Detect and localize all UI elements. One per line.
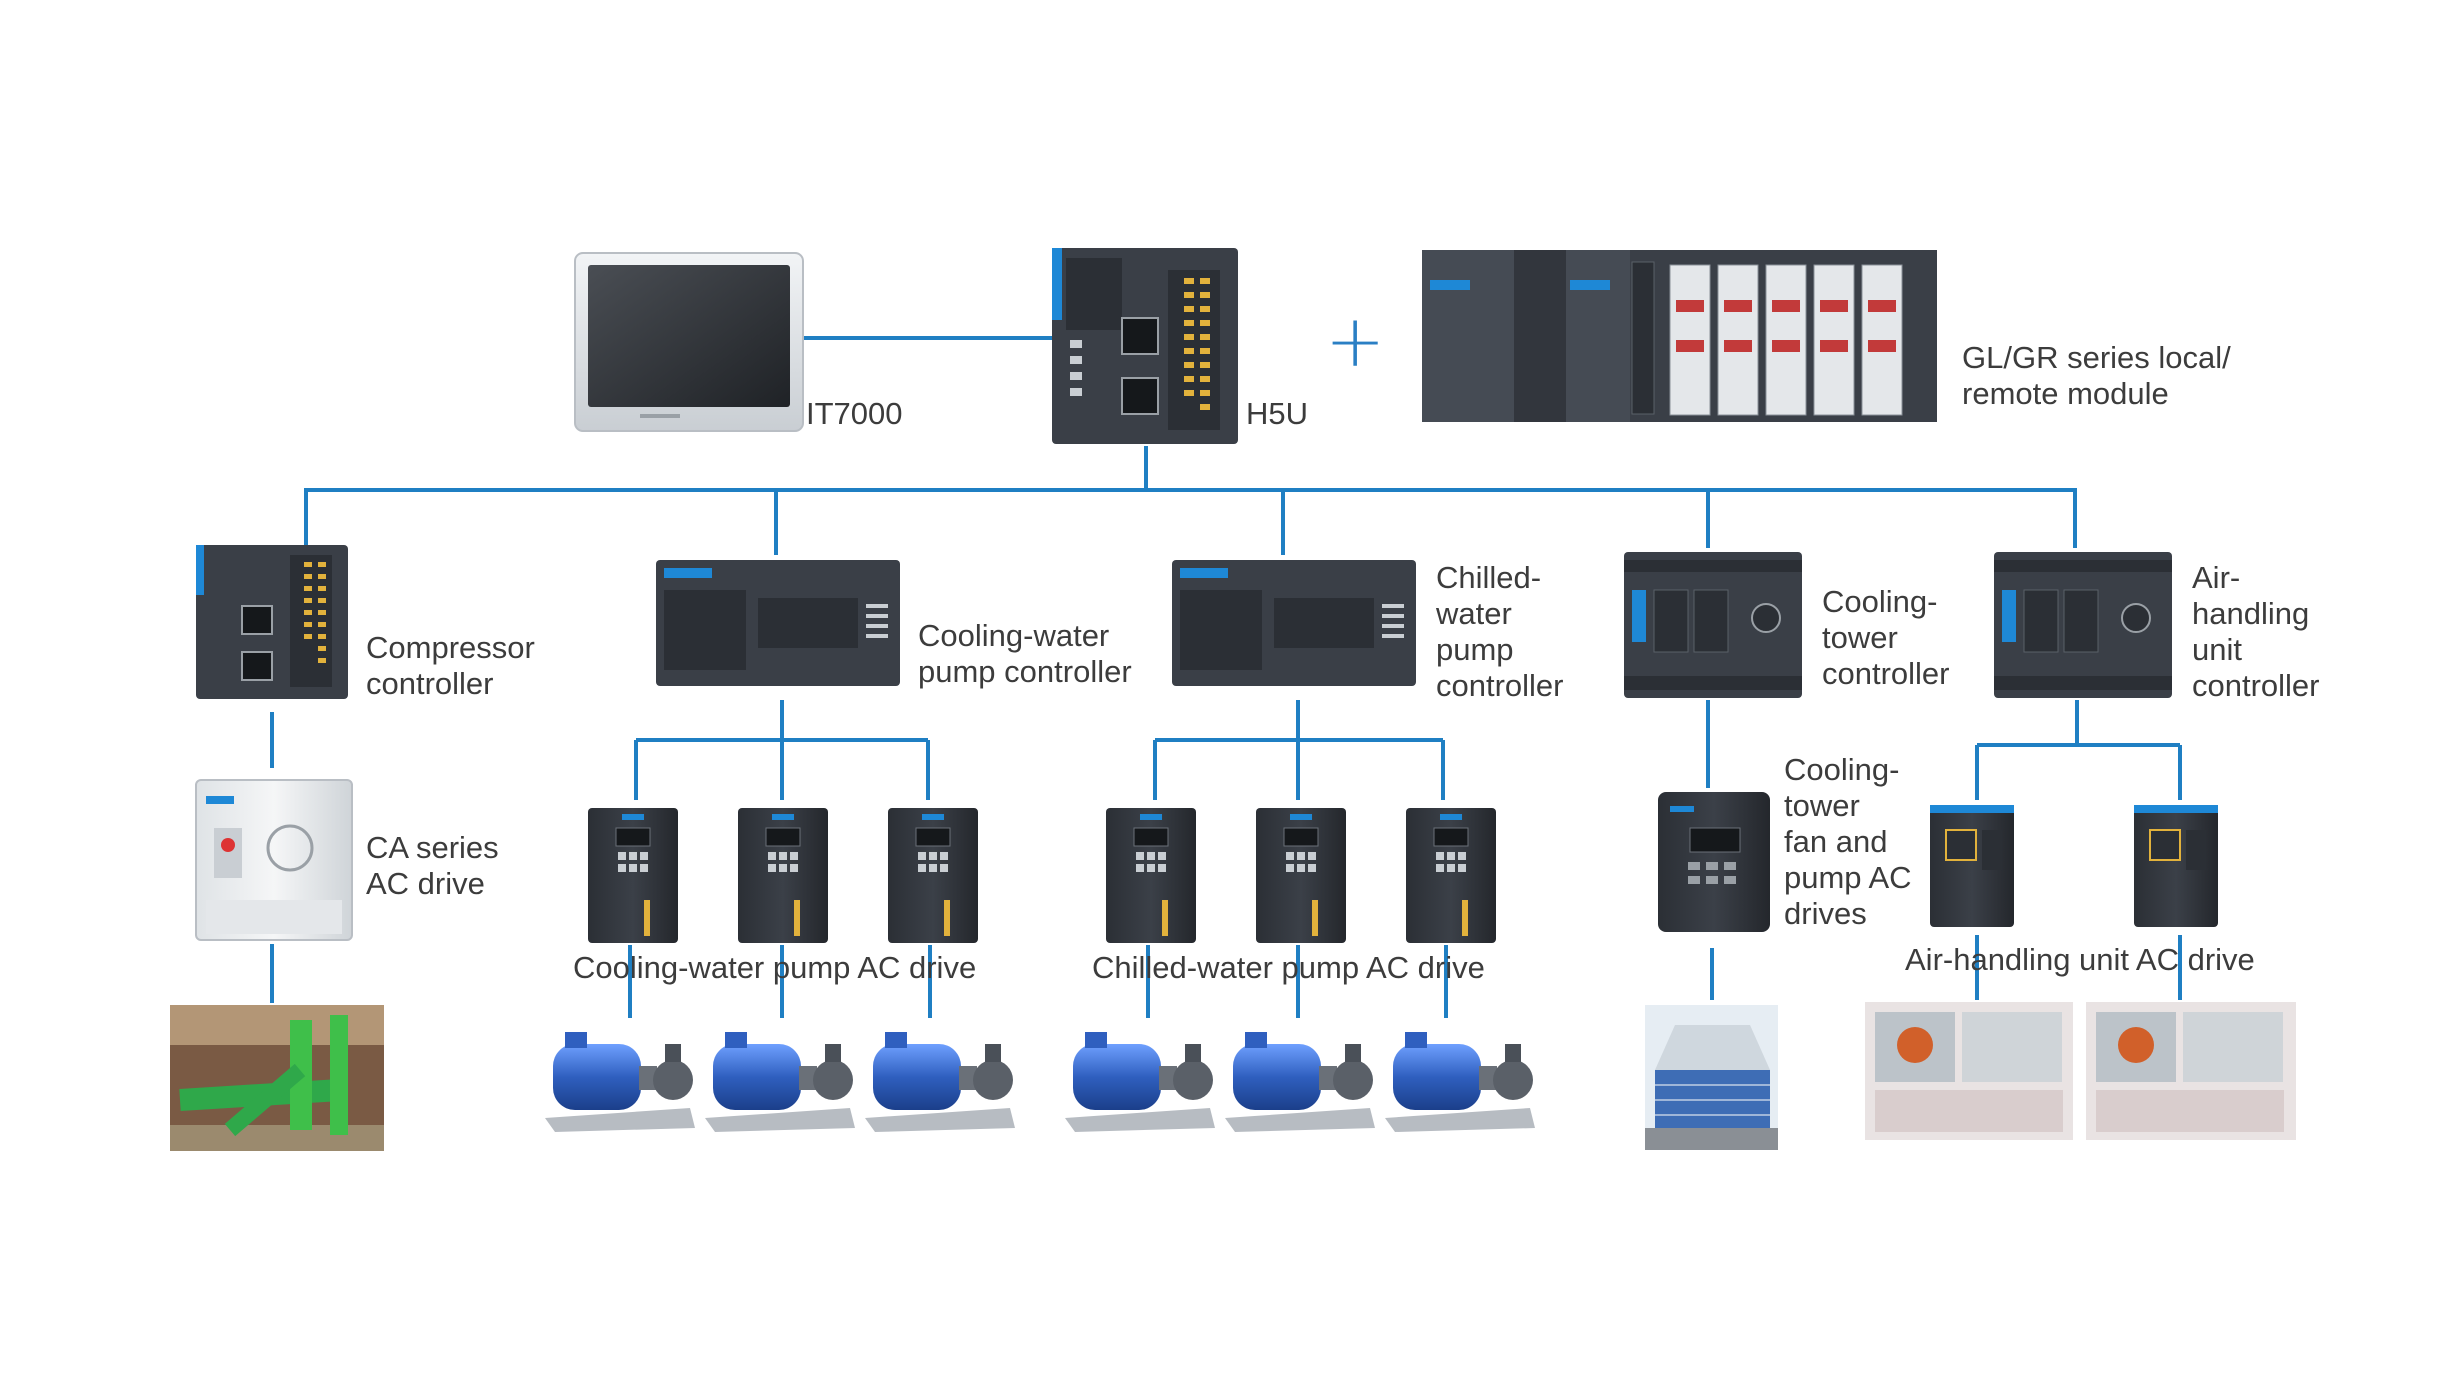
ac-drive-icon [588, 808, 678, 943]
motor-pump-icon [1385, 1032, 1535, 1132]
label-compressor-controller: Compressor controller [366, 630, 535, 701]
chilled-water-pump-controller-icon [1172, 560, 1416, 686]
compressor-controller-icon [196, 545, 348, 699]
io-module-rack-icon [1422, 250, 1937, 422]
label-cooling-water-pump-controller: Cooling-water pump controller [918, 618, 1132, 689]
ac-drive-icon [1406, 808, 1496, 943]
ahu-controller-icon [1994, 552, 2172, 698]
pumps-layer [545, 1032, 1535, 1132]
ahu-drive-icon-2 [2134, 805, 2218, 927]
chw-ctrl-tree [1153, 700, 1445, 800]
cw-drive-to-pump [628, 945, 932, 1018]
label-chilled-water-pump-drive: Chilled-water pump AC drive [1092, 950, 1485, 985]
label-cooling-tower-drives: Cooling- tower fan and pump AC drives [1784, 752, 1912, 931]
cw-ctrl-tree [634, 700, 930, 800]
motor-pump-icon [1065, 1032, 1215, 1132]
air-handling-unit-photo-icon-2 [2086, 1002, 2296, 1140]
ac-drives-layer [588, 808, 1496, 943]
ac-drive-icon [888, 808, 978, 943]
motor-pump-icon [705, 1032, 855, 1132]
plc-controller-icon [1052, 248, 1238, 444]
chw-drive-to-pump [1146, 945, 1448, 1018]
cooling-tower-drive-icon [1658, 792, 1770, 932]
chiller-photo-icon [170, 1005, 384, 1151]
label-ahu-drive: Air-handling unit AC drive [1905, 942, 2255, 977]
ca-series-drive-icon [195, 779, 353, 941]
label-chilled-water-pump-controller: Chilled- water pump controller [1436, 560, 1564, 703]
label-h5u: H5U [1246, 396, 1309, 431]
ahu-ctrl-tree [1975, 700, 2182, 800]
ac-drive-icon [1256, 808, 1346, 943]
motor-pump-icon [545, 1032, 695, 1132]
motor-pump-icon [865, 1032, 1015, 1132]
label-ahu-controller: Air- handling unit controller [2192, 560, 2320, 703]
label-cooling-tower-controller: Cooling- tower controller [1822, 584, 1950, 691]
hmi-panel-icon [574, 252, 804, 432]
connector-lines [270, 336, 2182, 1018]
label-cooling-water-pump-drive: Cooling-water pump AC drive [573, 950, 977, 985]
cooling-tower-photo-icon [1645, 1005, 1778, 1150]
label-ca-series-drive: CA series AC drive [366, 830, 499, 901]
label-gl-gr-module: GL/GR series local/ remote module [1962, 340, 2231, 411]
ahu-drive-icon-1 [1930, 805, 2014, 927]
motor-pump-icon [1225, 1032, 1375, 1132]
cooling-tower-controller-icon [1624, 552, 1802, 698]
ac-drive-icon [1106, 808, 1196, 943]
label-it7000: IT7000 [806, 396, 903, 431]
cooling-water-pump-controller-icon [656, 560, 900, 686]
ahu-drive-to-unit [1975, 935, 2182, 1000]
plus-sign: + [1325, 299, 1386, 383]
air-handling-unit-photo-icon-1 [1865, 1002, 2073, 1140]
ac-drive-icon [738, 808, 828, 943]
